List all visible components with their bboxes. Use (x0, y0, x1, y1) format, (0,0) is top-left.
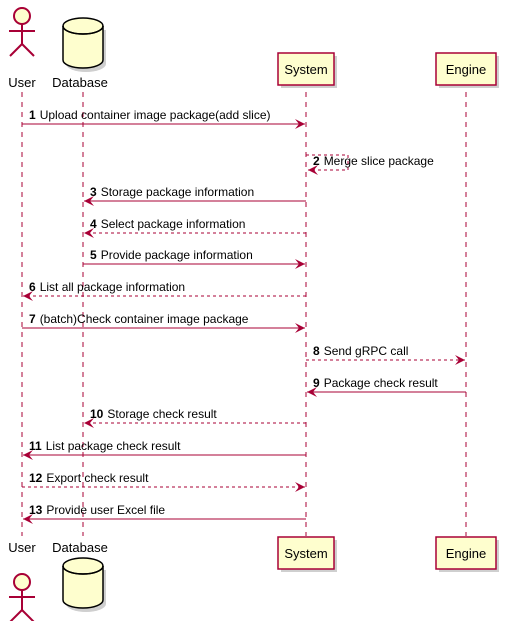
message-text: Storage package information (101, 185, 254, 199)
message-2: 2 Merge slice package (306, 154, 434, 175)
message-number: 11 (29, 439, 42, 453)
participant-name: Database (52, 75, 108, 90)
self-message-arrow (306, 154, 349, 175)
message-text: Package check result (324, 376, 439, 390)
message-number: 7 (29, 312, 36, 326)
message-number: 6 (29, 280, 36, 294)
actor-icon (9, 7, 35, 57)
message-11: 11 List package check result (23, 439, 306, 460)
participant-engine-top: Engine (435, 52, 499, 88)
actor-icon (9, 573, 35, 621)
message-number: 9 (313, 376, 320, 390)
message-text: Provide user Excel file (46, 503, 165, 517)
participant-name: System (284, 62, 327, 77)
message-label: 2 Merge slice package (313, 154, 434, 168)
message-1: 1 Upload container image package(add slic… (22, 108, 305, 129)
message-label: 1 Upload container image package(add slic… (29, 108, 271, 122)
message-number: 4 (90, 217, 97, 231)
message-label: 11 List package check result (29, 439, 181, 453)
message-label: 6 List all package information (29, 280, 185, 294)
message-number: 2 (313, 154, 320, 168)
message-3: 3 Storage package information (84, 185, 306, 206)
message-label: 7 (batch)Check container image package (29, 312, 249, 326)
participant-name: System (284, 546, 327, 561)
message-text: List package check result (46, 439, 181, 453)
database-icon (62, 17, 106, 72)
participant-system-top: System (277, 52, 337, 88)
message-5: 5 Provide package information (83, 248, 305, 269)
participant-name: User (8, 75, 36, 90)
participant-db-bottom: Database (52, 540, 108, 612)
participants: UserUserDatabaseDatabaseSystemSystemEngi… (8, 7, 499, 621)
messages: 1 Upload container image package(add slic… (22, 108, 466, 524)
message-number: 8 (313, 344, 320, 358)
message-number: 10 (90, 407, 104, 421)
message-text: List all package information (40, 280, 185, 294)
message-label: 9 Package check result (313, 376, 438, 390)
message-number: 5 (90, 248, 97, 262)
message-4: 4 Select package information (84, 217, 306, 238)
participant-name: Engine (446, 62, 486, 77)
message-8: 8 Send gRPC call (306, 344, 465, 365)
participant-box (435, 536, 497, 570)
message-text: Select package information (101, 217, 246, 231)
message-number: 12 (29, 471, 43, 485)
message-label: 5 Provide package information (90, 248, 253, 262)
participant-box (435, 52, 497, 86)
message-text: Merge slice package (324, 154, 434, 168)
participant-user-bottom: User (8, 540, 36, 621)
participant-system-bottom: System (277, 536, 337, 572)
message-text: (batch)Check container image package (40, 312, 249, 326)
message-9: 9 Package check result (307, 376, 466, 397)
participant-engine-bottom: Engine (435, 536, 499, 572)
message-label: 3 Storage package information (90, 185, 254, 199)
message-text: Provide package information (101, 248, 253, 262)
message-6: 6 List all package information (23, 280, 306, 301)
database-icon (62, 557, 106, 612)
participant-db-top: Database (52, 17, 108, 90)
message-7: 7 (batch)Check container image package (22, 312, 305, 333)
message-label: 4 Select package information (90, 217, 245, 231)
participant-name: Database (52, 540, 108, 555)
lifelines (21, 92, 467, 536)
message-number: 1 (29, 108, 36, 122)
participant-user-top: User (8, 7, 36, 90)
message-number: 13 (29, 503, 43, 517)
participant-name: Engine (446, 546, 486, 561)
message-number: 3 (90, 185, 97, 199)
message-text: Storage check result (107, 407, 217, 421)
participant-name: User (8, 540, 36, 555)
message-label: 8 Send gRPC call (313, 344, 408, 358)
message-text: Export check result (46, 471, 149, 485)
participant-box (277, 536, 335, 570)
message-text: Upload container image package(add slice… (40, 108, 271, 122)
message-text: Send gRPC call (324, 344, 409, 358)
participant-box (277, 52, 335, 86)
